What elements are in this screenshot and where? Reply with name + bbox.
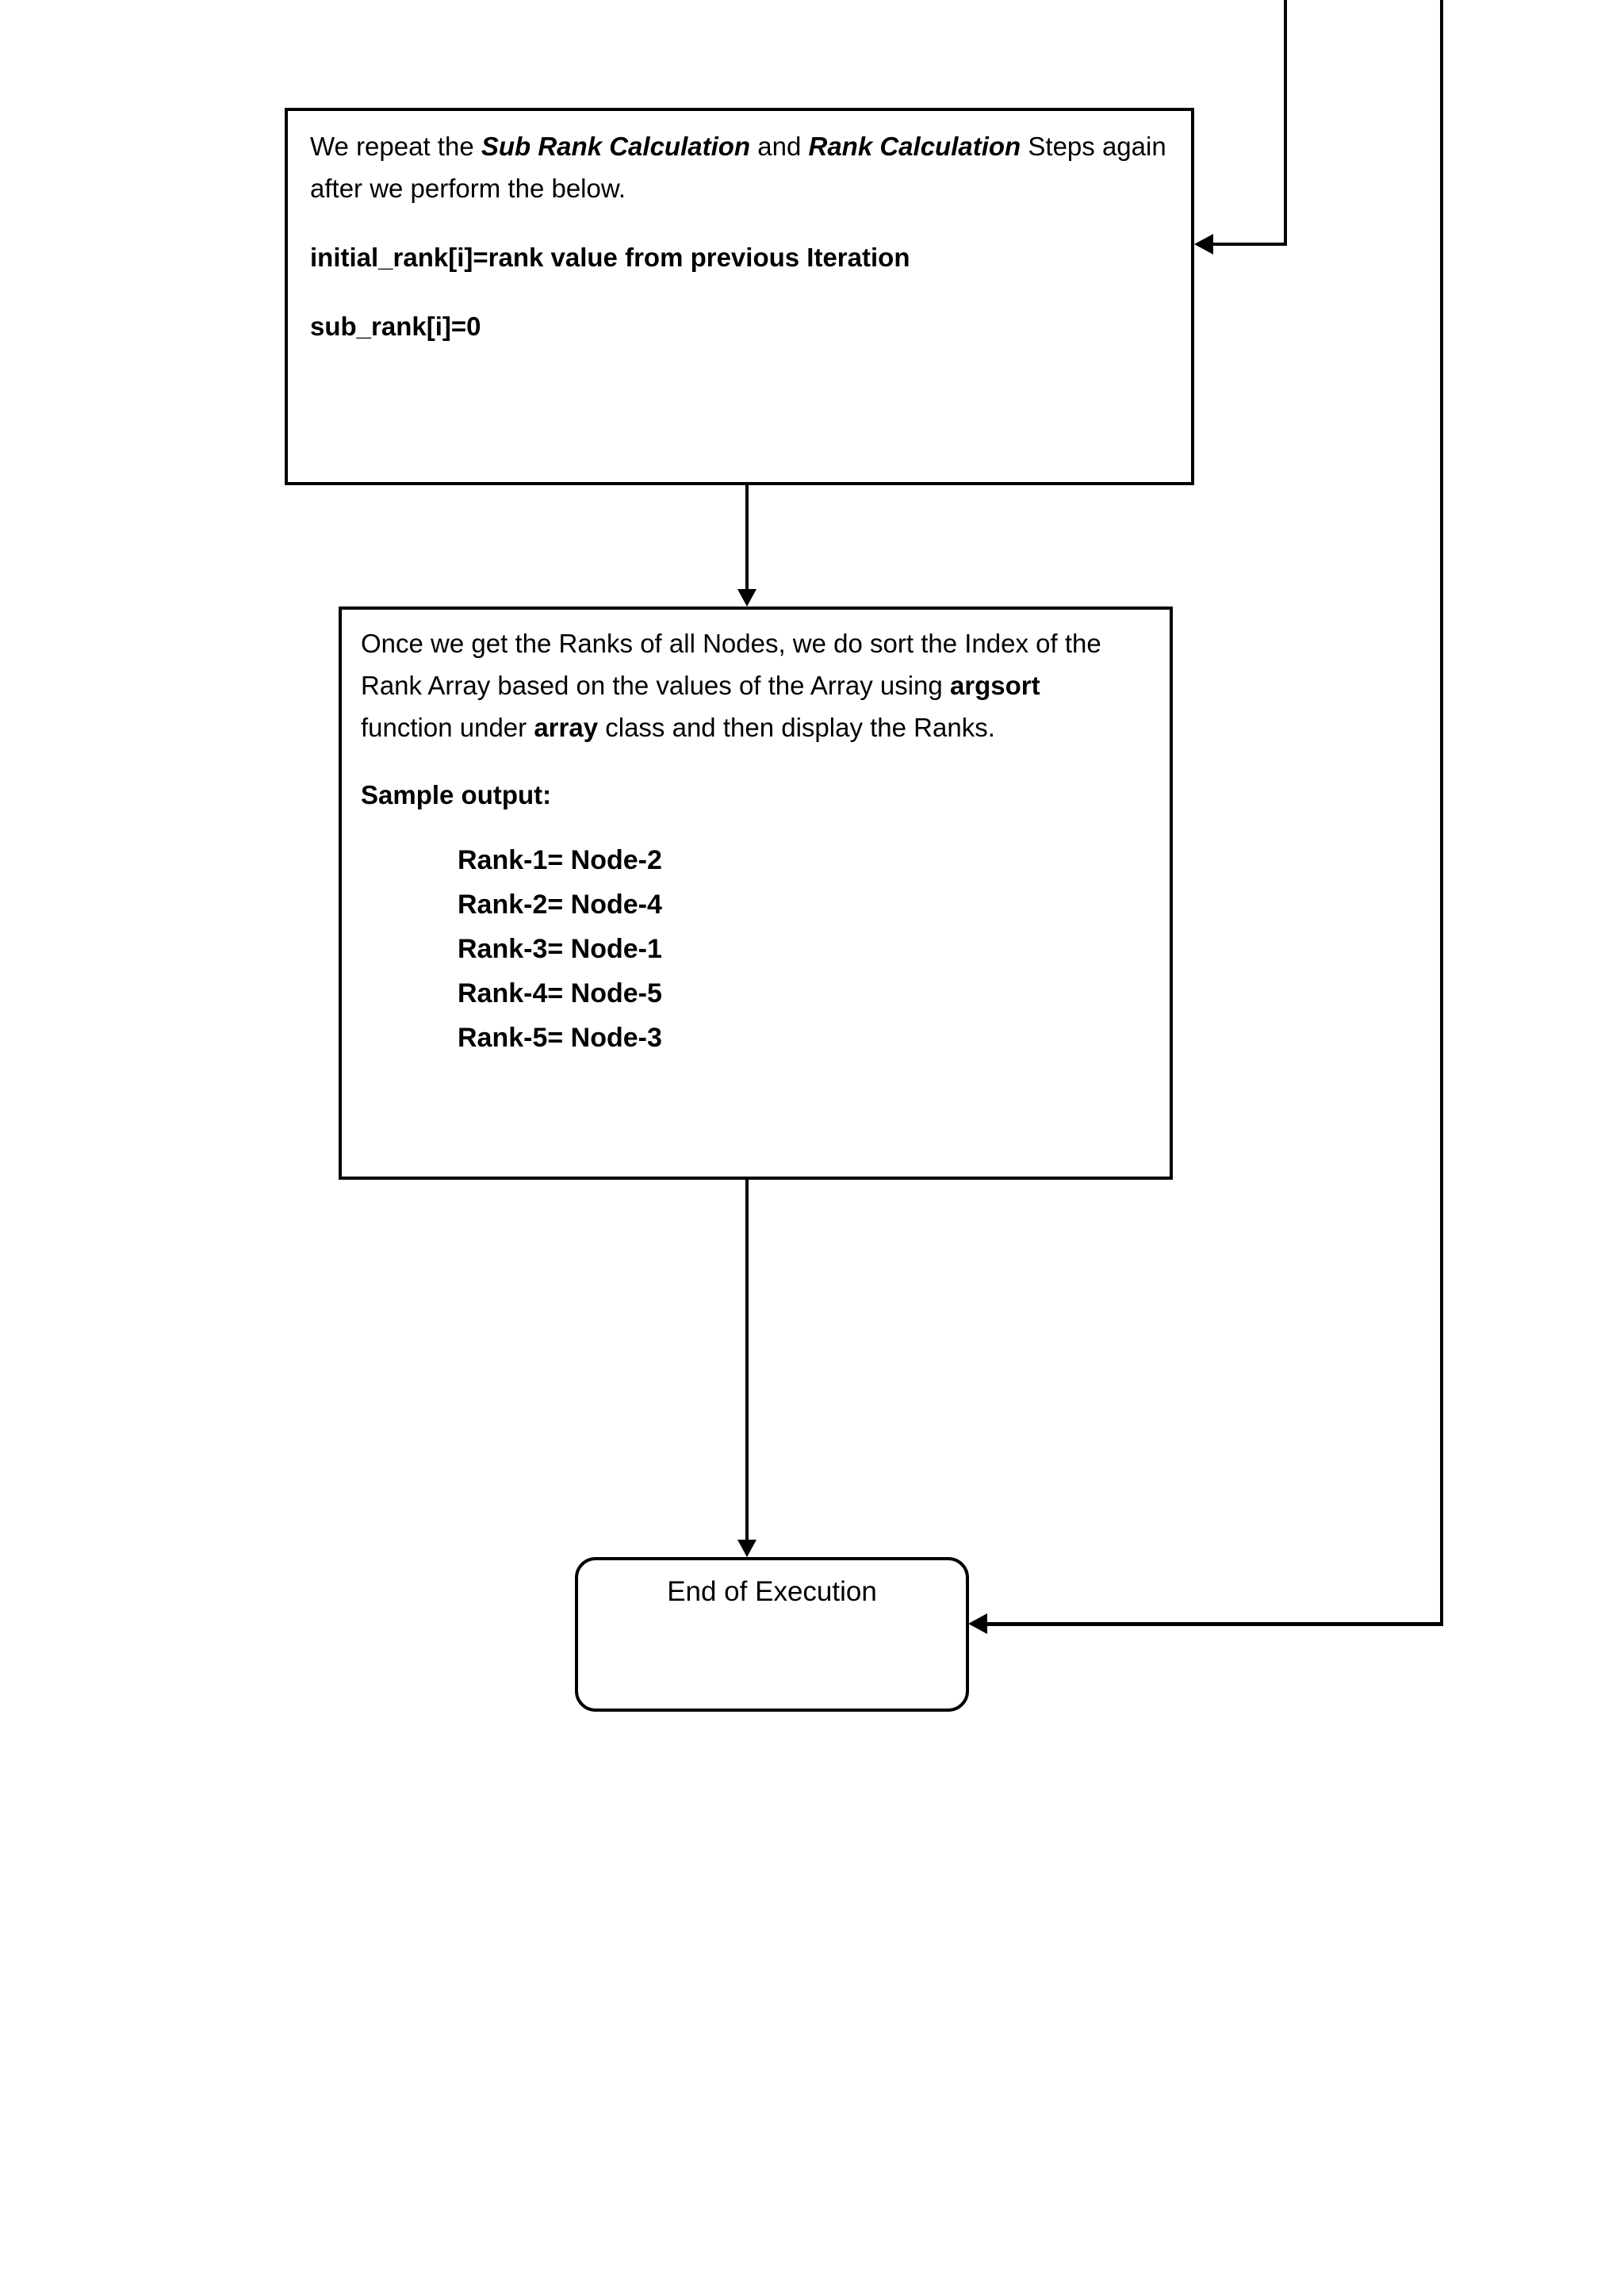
rank-output-line: Rank-5= Node-3 bbox=[458, 1023, 662, 1053]
end-connector-vertical bbox=[1440, 0, 1443, 1625]
end-of-execution-box: End of Execution bbox=[575, 1557, 969, 1712]
argsort-text-line3-tail: class and then display the Ranks. bbox=[598, 713, 995, 742]
iteration-text-pre: We repeat the bbox=[310, 132, 481, 161]
rank-calculation-emphasis: Rank Calculation bbox=[808, 132, 1021, 161]
argsort-step-text: Once we get the Ranks of all Nodes, we d… bbox=[361, 622, 1151, 748]
initial-rank-formula: initial_rank[i]=rank value from previous… bbox=[310, 243, 910, 272]
connector-argsort-to-end bbox=[745, 1179, 749, 1541]
arrow-down-icon bbox=[737, 1540, 756, 1557]
iteration-text-line2: after we perform the below. bbox=[310, 174, 626, 203]
argsort-text-line2-pre: Rank Array based on the values of the Ar… bbox=[361, 671, 950, 700]
iteration-text-mid: and bbox=[750, 132, 809, 161]
iteration-text-tail: Steps again bbox=[1021, 132, 1166, 161]
rank-output-list: Rank-1= Node-2 Rank-2= Node-4 Rank-3= No… bbox=[458, 838, 1151, 1060]
rank-output-line: Rank-1= Node-2 bbox=[458, 845, 662, 875]
connector-iteration-to-argsort bbox=[745, 484, 749, 591]
end-of-execution-label: End of Execution bbox=[667, 1576, 877, 1607]
sample-output-label: Sample output: bbox=[361, 780, 552, 809]
argsort-text-line1: Once we get the Ranks of all Nodes, we d… bbox=[361, 629, 1101, 658]
sub-rank-formula: sub_rank[i]=0 bbox=[310, 312, 481, 341]
rank-output-line: Rank-2= Node-4 bbox=[458, 890, 662, 920]
rank-output-line: Rank-4= Node-5 bbox=[458, 978, 662, 1008]
array-keyword: array bbox=[534, 713, 599, 742]
arrow-left-icon bbox=[1194, 234, 1213, 254]
loopback-connector-vertical bbox=[1284, 0, 1287, 246]
iteration-step-box: We repeat the Sub Rank Calculation and R… bbox=[285, 108, 1194, 485]
rank-output-line: Rank-3= Node-1 bbox=[458, 934, 662, 964]
arrow-left-icon bbox=[968, 1613, 987, 1634]
arrow-down-icon bbox=[737, 589, 756, 607]
argsort-keyword: argsort bbox=[949, 671, 1040, 700]
loopback-connector-horizontal bbox=[1212, 243, 1287, 246]
end-connector-horizontal bbox=[986, 1622, 1443, 1626]
iteration-step-text: We repeat the Sub Rank Calculation and R… bbox=[310, 125, 1169, 209]
argsort-text-line3-pre: function under bbox=[361, 713, 534, 742]
argsort-step-box: Once we get the Ranks of all Nodes, we d… bbox=[339, 607, 1173, 1180]
sub-rank-calculation-emphasis: Sub Rank Calculation bbox=[481, 132, 751, 161]
